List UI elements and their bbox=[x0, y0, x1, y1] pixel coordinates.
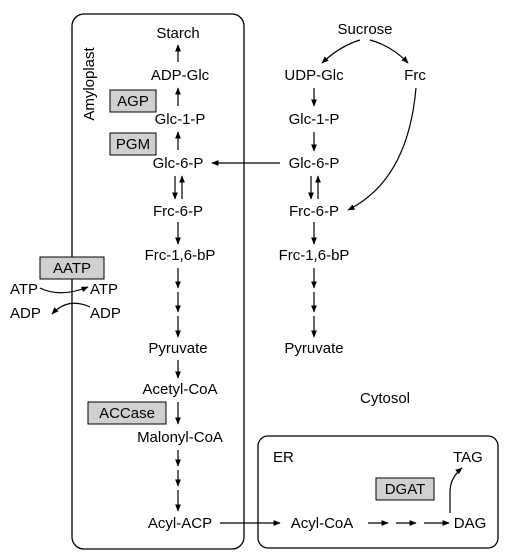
adp-left-label: ADP bbox=[10, 305, 41, 322]
amy-glc-6-p-label: Glc-6-P bbox=[153, 155, 204, 172]
svg-text:AATP: AATP bbox=[53, 260, 91, 277]
er-box bbox=[257, 435, 499, 549]
dag-label: DAG bbox=[454, 515, 487, 532]
acyl-acp-label: Acyl-ACP bbox=[148, 515, 212, 532]
amy-glc-1-p-label: Glc-1-P bbox=[155, 111, 206, 128]
cyt-frc-1-6-bp-label: Frc-1,6-bP bbox=[279, 247, 350, 264]
acetyl-coa-label: Acetyl-CoA bbox=[142, 381, 217, 398]
udp-glc-label: UDP-Glc bbox=[284, 67, 344, 84]
svg-text:AGP: AGP bbox=[117, 93, 149, 110]
cytosol-label: Cytosol bbox=[360, 390, 410, 407]
accase-enzyme: ACCase bbox=[87, 401, 167, 425]
er-label: ER bbox=[273, 449, 294, 466]
svg-text:ACCase: ACCase bbox=[99, 405, 155, 422]
adp-right-label: ADP bbox=[90, 305, 121, 322]
arrow-dag-to-tag bbox=[449, 467, 463, 513]
svg-text:DGAT: DGAT bbox=[385, 481, 426, 498]
atp-right-label: ATP bbox=[90, 281, 118, 298]
arrow-atp-import bbox=[39, 286, 89, 294]
cyt-frc-6-p-label: Frc-6-P bbox=[289, 203, 339, 220]
agp-enzyme: AGP bbox=[109, 89, 157, 113]
starch-label: Starch bbox=[156, 25, 199, 42]
arrow-adp-export bbox=[51, 302, 91, 315]
malonyl-coa-label: Malonyl-CoA bbox=[137, 429, 223, 446]
cyt-glc-6-p-label: Glc-6-P bbox=[289, 155, 340, 172]
amy-frc-6-p-label: Frc-6-P bbox=[153, 203, 203, 220]
acyl-coa-label: Acyl-CoA bbox=[291, 515, 354, 532]
cyt-pyruvate-label: Pyruvate bbox=[284, 340, 343, 357]
amyloplast-box bbox=[71, 13, 245, 550]
amy-frc-1-6-bp-label: Frc-1,6-bP bbox=[145, 247, 216, 264]
arrow-sucrose-to-frc bbox=[369, 39, 409, 64]
pgm-enzyme: PGM bbox=[109, 132, 157, 156]
amy-pyruvate-label: Pyruvate bbox=[148, 340, 207, 357]
amyloplast-label: Amyloplast bbox=[81, 46, 98, 120]
dgat-enzyme: DGAT bbox=[375, 477, 435, 501]
aatp-enzyme: AATP bbox=[39, 256, 105, 280]
sucrose-label: Sucrose bbox=[337, 21, 392, 38]
arrow-sucrose-to-udpglc bbox=[321, 39, 361, 64]
tag-label: TAG bbox=[453, 449, 483, 466]
atp-left-label: ATP bbox=[10, 281, 38, 298]
svg-text:PGM: PGM bbox=[116, 136, 150, 153]
adp-glc-label: ADP-Glc bbox=[151, 67, 210, 84]
frc-label: Frc bbox=[404, 67, 426, 84]
arrow-frc-to-frc6p bbox=[347, 87, 417, 211]
cyt-glc-1-p-label: Glc-1-P bbox=[289, 111, 340, 128]
